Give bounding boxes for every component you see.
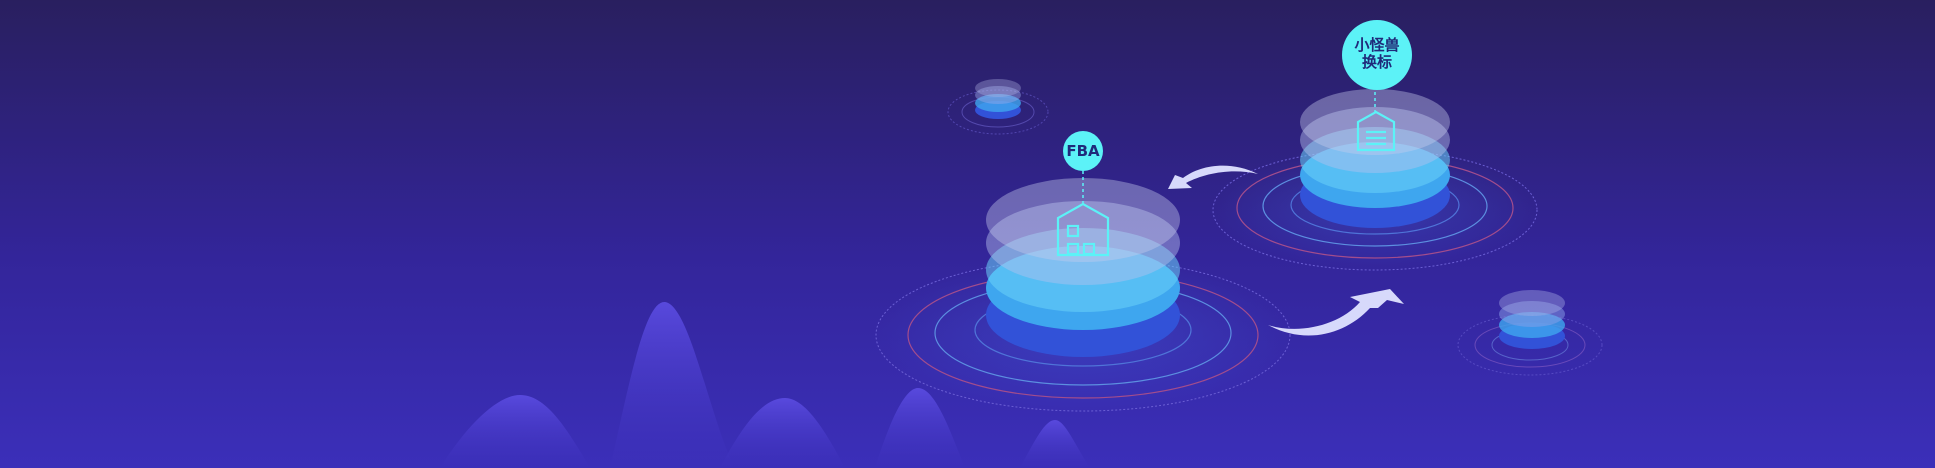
- warehouse-icon: [1056, 202, 1110, 257]
- small-disc-top: [947, 79, 1049, 135]
- small-disc-right: [1457, 290, 1603, 376]
- fba-badge: [1063, 131, 1103, 171]
- fba-disc-stack: [873, 165, 1293, 413]
- label-warehouse-icon: [1356, 110, 1396, 152]
- relabel-badge: [1342, 20, 1412, 90]
- relabel-disc-stack: [1212, 86, 1538, 271]
- mountain-silhouettes: [440, 301, 1090, 468]
- curved-arrow-icon: [1168, 165, 1404, 336]
